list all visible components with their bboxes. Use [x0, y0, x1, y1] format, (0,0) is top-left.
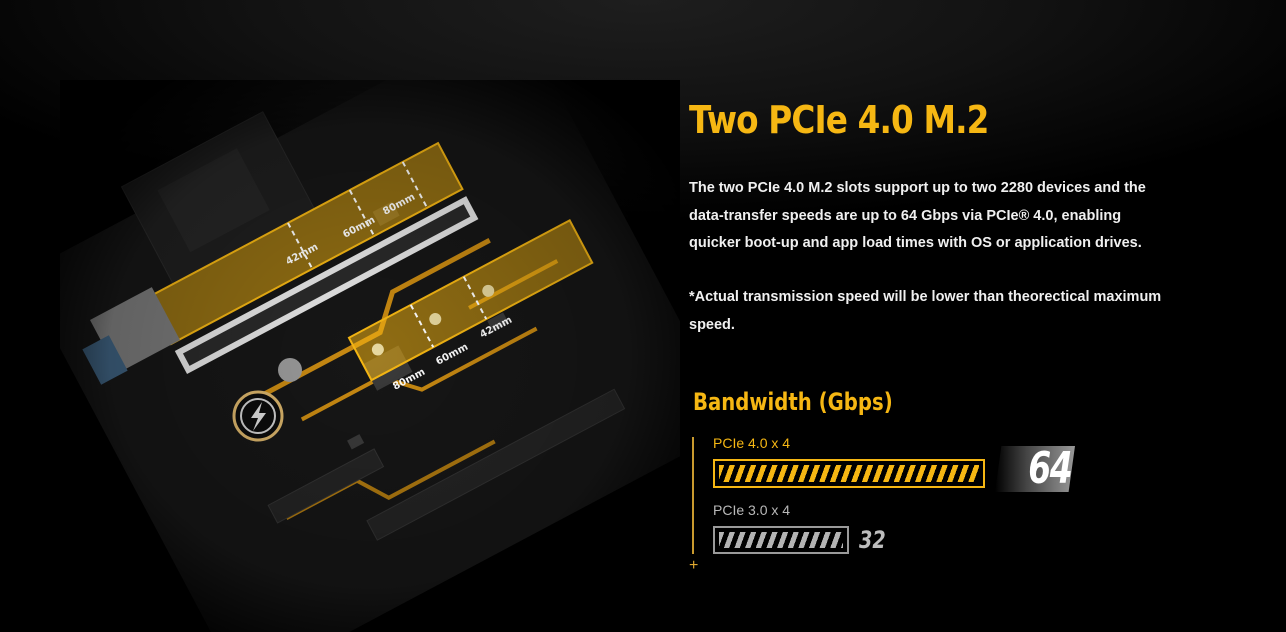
section-description: The two PCIe 4.0 M.2 slots support up to…	[689, 180, 1146, 251]
bar-label-pcie4: PCIe 4.0 x 4	[713, 435, 791, 451]
bar-fill-pcie4	[719, 465, 979, 482]
bandwidth-title: Bandwidth (Gbps)	[693, 388, 893, 416]
bar-fill-pcie3	[719, 532, 843, 548]
section-title: Two PCIe 4.0 M.2	[689, 98, 989, 142]
value-pcie4: 64	[1028, 443, 1072, 494]
chart-axis-line	[692, 437, 694, 554]
value-badge-pcie4: 64	[995, 446, 1075, 492]
bar-pcie3	[713, 526, 849, 554]
bar-label-pcie3: PCIe 3.0 x 4	[713, 502, 791, 518]
value-pcie3: 32	[859, 526, 886, 554]
motherboard-illustration: 42mm 60mm 80mm 80mm 60mm 42mm	[60, 80, 680, 632]
plus-icon: +	[689, 557, 699, 574]
section-footnote: *Actual transmission speed will be lower…	[689, 289, 1162, 333]
bar-pcie4	[713, 459, 985, 488]
